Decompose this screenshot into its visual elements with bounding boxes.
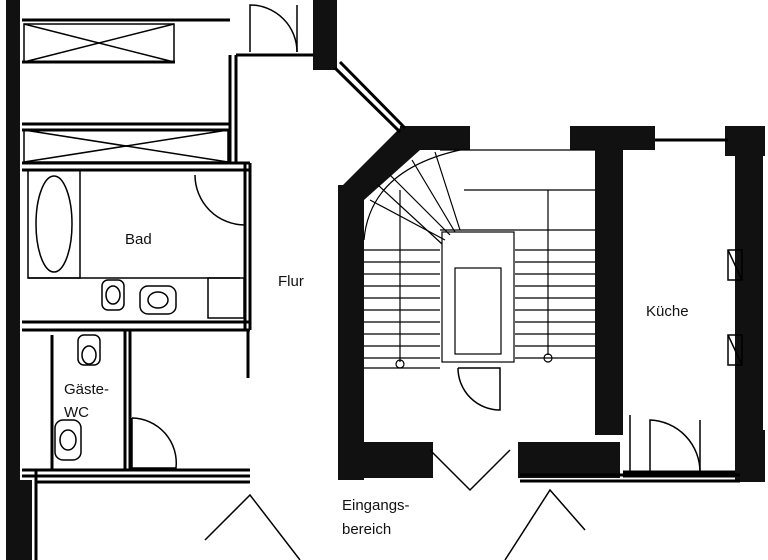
left-outer-wall bbox=[6, 0, 20, 560]
entry-door-leaves bbox=[204, 493, 301, 560]
door-bad bbox=[194, 169, 246, 226]
left-lower-wall bbox=[18, 480, 32, 560]
stair-right-wall bbox=[595, 145, 623, 435]
top-pillar bbox=[313, 0, 337, 70]
kitchen-fixtures bbox=[629, 249, 743, 472]
door-stair bbox=[457, 367, 501, 411]
room-label-kueche: Küche bbox=[646, 303, 689, 320]
wardrobe-marks bbox=[23, 23, 229, 163]
sink bbox=[139, 285, 177, 315]
shower bbox=[207, 277, 245, 319]
kitchen-right-wall-2 bbox=[735, 150, 763, 480]
wc-sink bbox=[54, 419, 82, 461]
wc-toilet bbox=[77, 334, 101, 366]
room-label-gaeste-wc-line2: WC bbox=[64, 404, 89, 421]
entry-door-left bbox=[429, 449, 511, 492]
room-label-eingangsbereich-line1: Eingangs- bbox=[342, 497, 410, 514]
door-kueche bbox=[649, 419, 701, 473]
doors bbox=[131, 4, 701, 560]
stair-wall-corner bbox=[338, 128, 420, 200]
bathroom-fixtures bbox=[27, 169, 245, 461]
kitchen-bottom-right bbox=[735, 430, 765, 482]
room-label-flur: Flur bbox=[278, 273, 304, 290]
bathtub-basin bbox=[35, 175, 73, 273]
door-wc bbox=[131, 417, 178, 469]
room-label-bad: Bad bbox=[125, 231, 152, 248]
stair-eye bbox=[441, 231, 515, 363]
stair-bottom-left bbox=[338, 442, 433, 478]
room-label-eingangsbereich-line2: bereich bbox=[342, 521, 392, 538]
thin-walls bbox=[22, 18, 740, 560]
staircase bbox=[363, 149, 595, 369]
walls bbox=[6, 0, 765, 560]
toilet bbox=[101, 279, 125, 311]
door-top bbox=[249, 4, 298, 53]
stair-bottom-right bbox=[518, 442, 620, 478]
stair-wall-left bbox=[338, 185, 364, 480]
room-label-gaeste-wc-line1: Gäste- bbox=[64, 381, 110, 398]
stair-wall-top bbox=[400, 126, 470, 150]
